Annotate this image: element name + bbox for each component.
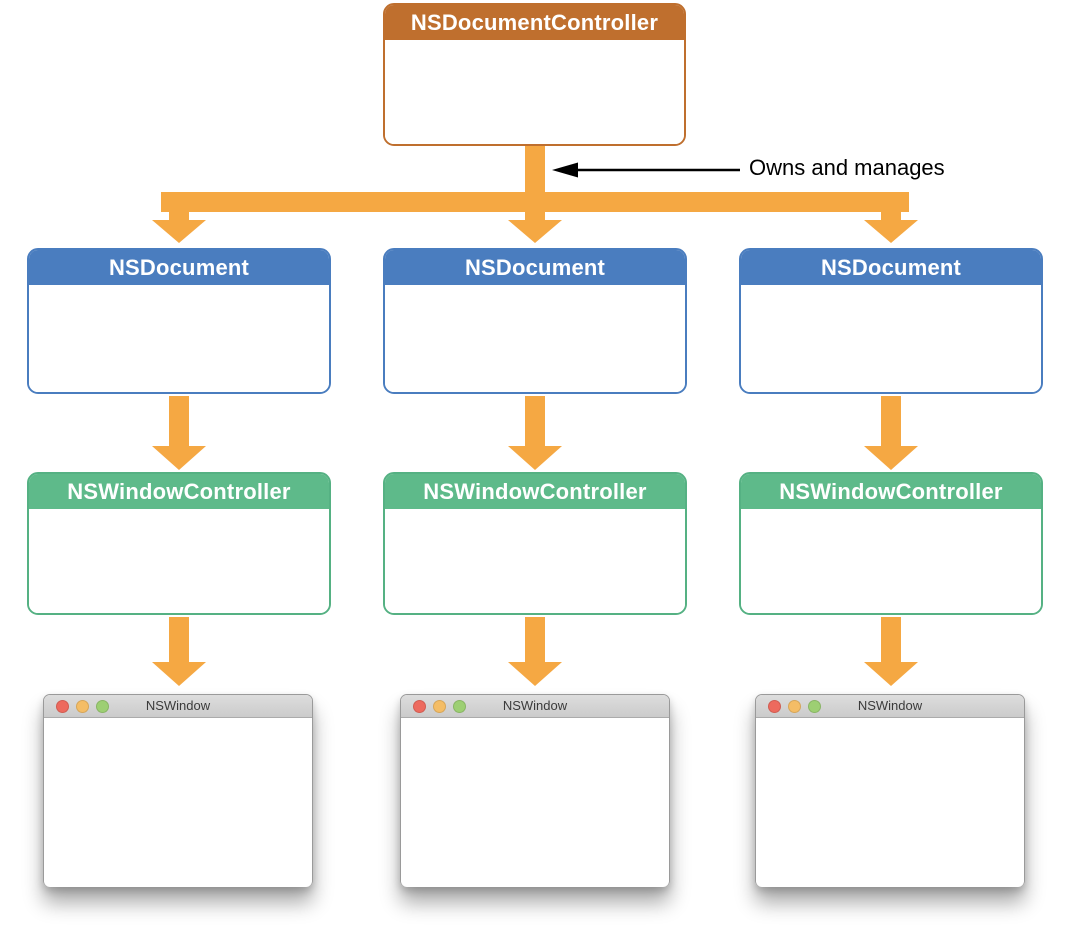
tree-horizontal-bar	[161, 192, 909, 212]
window-content	[44, 718, 312, 887]
arrowhead-icon	[508, 446, 562, 470]
arrow-shaft	[169, 617, 189, 662]
arrowhead-icon	[864, 446, 918, 470]
window-content	[401, 718, 669, 887]
class-box-body	[385, 509, 685, 613]
annotation-arrowhead-icon	[552, 162, 578, 178]
windowcontroller-to-window-arrows	[152, 617, 918, 686]
window-title: NSWindow	[857, 698, 923, 713]
window-titlebar: NSWindow	[756, 695, 1024, 718]
minimize-button-icon	[433, 699, 446, 713]
arrowhead-icon	[152, 446, 206, 470]
tree-drop-right-shaft	[881, 211, 901, 221]
class-box-title: NSWindowController	[385, 474, 685, 509]
class-box-title: NSWindowController	[29, 474, 329, 509]
class-box-body	[385, 285, 685, 392]
zoom-button-icon	[96, 699, 109, 713]
zoom-button-icon	[453, 699, 466, 713]
close-button-icon	[413, 699, 426, 713]
macos-window-1: NSWindow	[43, 694, 313, 887]
class-box-title: NSDocumentController	[385, 5, 684, 40]
traffic-lights	[413, 699, 466, 713]
class-box-nswindowcontroller-1: NSWindowController	[27, 472, 331, 615]
traffic-lights	[56, 699, 109, 713]
zoom-button-icon	[808, 699, 821, 713]
arrow-shaft	[169, 396, 189, 446]
class-box-nsdocument-3: NSDocument	[739, 248, 1043, 394]
annotation-arrow	[552, 162, 740, 178]
tree-trunk	[525, 146, 545, 194]
window-title: NSWindow	[145, 698, 211, 713]
close-button-icon	[56, 699, 69, 713]
class-box-title: NSDocument	[385, 250, 685, 285]
annotation-label: Owns and manages	[749, 155, 945, 180]
arrowhead-icon	[864, 662, 918, 686]
class-box-nsdocument-1: NSDocument	[27, 248, 331, 394]
class-box-body	[741, 509, 1041, 613]
traffic-lights	[768, 699, 821, 713]
class-box-nswindowcontroller-2: NSWindowController	[383, 472, 687, 615]
tree-drop-mid-arrowhead-icon	[508, 220, 562, 243]
arrow-shaft	[881, 617, 901, 662]
tree-drop-mid-shaft	[525, 211, 545, 221]
window-titlebar: NSWindow	[401, 695, 669, 718]
class-box-nsdocument-2: NSDocument	[383, 248, 687, 394]
arrow-shaft	[881, 396, 901, 446]
arrow-shaft	[525, 617, 545, 662]
arrowhead-icon	[152, 662, 206, 686]
window-content	[756, 718, 1024, 887]
class-box-body	[741, 285, 1041, 392]
class-box-title: NSDocument	[741, 250, 1041, 285]
class-box-title: NSWindowController	[741, 474, 1041, 509]
tree-drop-left-shaft	[169, 211, 189, 221]
macos-window-2: NSWindow	[400, 694, 670, 887]
window-title: NSWindow	[502, 698, 568, 713]
class-box-body	[29, 285, 329, 392]
minimize-button-icon	[76, 699, 89, 713]
tree-drop-left-arrowhead-icon	[152, 220, 206, 243]
tree-drop-right-arrowhead-icon	[864, 220, 918, 243]
macos-window-3: NSWindow	[755, 694, 1025, 887]
minimize-button-icon	[788, 699, 801, 713]
arrow-shaft	[525, 396, 545, 446]
class-box-nsdocumentcontroller: NSDocumentController	[383, 3, 686, 146]
class-box-body	[385, 40, 684, 144]
document-to-windowcontroller-arrows	[152, 396, 918, 470]
close-button-icon	[768, 699, 781, 713]
class-box-body	[29, 509, 329, 613]
class-box-title: NSDocument	[29, 250, 329, 285]
arrowhead-icon	[508, 662, 562, 686]
window-titlebar: NSWindow	[44, 695, 312, 718]
class-box-nswindowcontroller-3: NSWindowController	[739, 472, 1043, 615]
